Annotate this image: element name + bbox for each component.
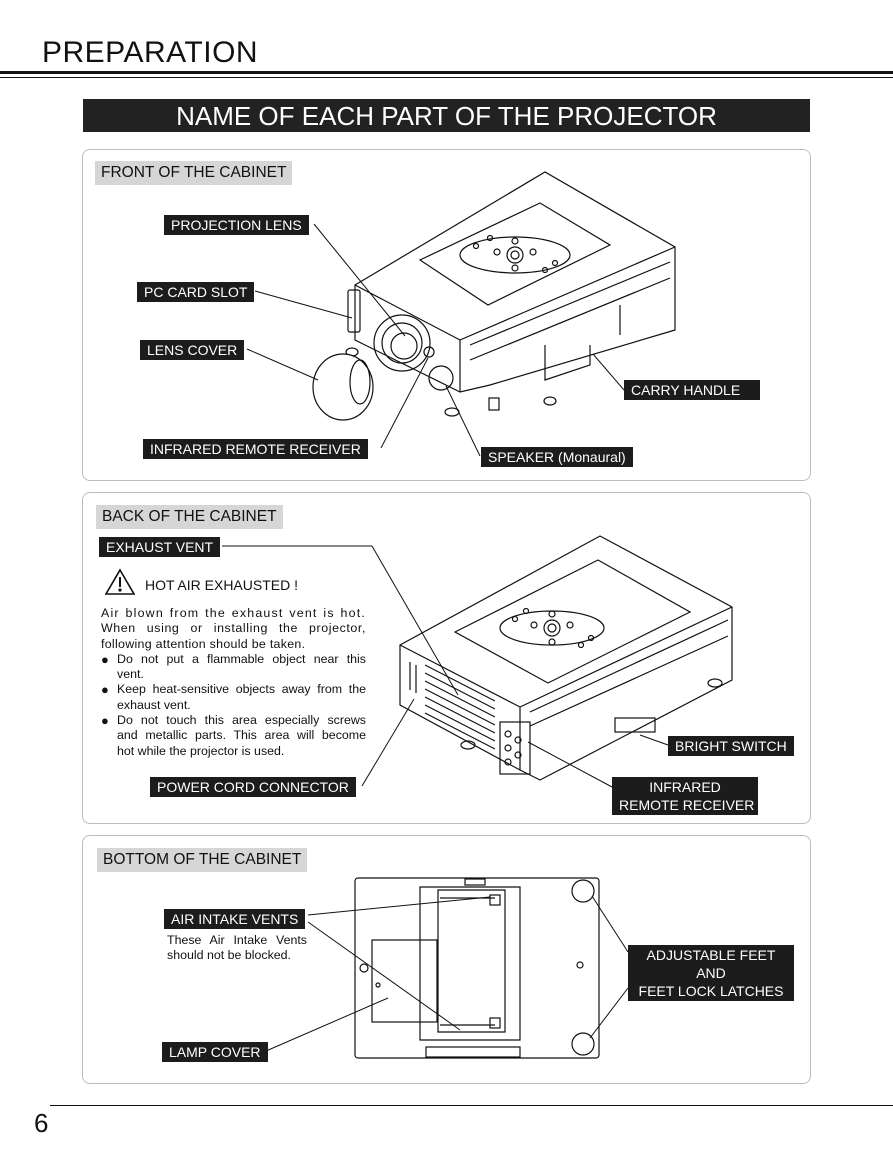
- header-rule: [0, 71, 893, 74]
- warning-paragraph-line: following attention should be taken.: [101, 636, 306, 651]
- bullet-line: and metallic parts. This area will becom…: [117, 728, 366, 743]
- label-air-intake-vents: AIR INTAKE VENTS: [164, 909, 306, 929]
- page-number: 6: [34, 1108, 49, 1138]
- bullet-dot-icon: ●: [101, 682, 109, 698]
- bottom-view-illustration: [354, 877, 600, 1059]
- back-section-title: BACK OF THE CABINET: [96, 505, 283, 529]
- label-exhaust-vent: EXHAUST VENT: [99, 537, 221, 557]
- front-projector-illustration: [312, 171, 676, 421]
- label-lens-cover: LENS COVER: [140, 340, 245, 360]
- bullet-line: Do not touch this area especially screws: [117, 713, 366, 728]
- bullet-line: vent.: [117, 667, 144, 682]
- bullet-line: Do not put a flammable object near this: [117, 651, 366, 666]
- front-section-title: FRONT OF THE CABINET: [95, 161, 293, 185]
- label-projection-lens: PROJECTION LENS: [164, 215, 309, 235]
- label-power-cord-connector: POWER CORD CONNECTOR: [150, 777, 356, 797]
- label-infrared-remote-receiver-back: INFRARED REMOTE RECEIVER: [612, 777, 758, 815]
- label-lamp-cover: LAMP COVER: [162, 1042, 268, 1062]
- air-intake-note: These Air Intake Vents should not be blo…: [167, 933, 307, 964]
- bullet-dot-icon: ●: [101, 651, 109, 667]
- bullet-line: Keep heat-sensitive objects away from th…: [117, 682, 366, 697]
- label-speaker: SPEAKER (Monaural): [481, 447, 633, 467]
- bottom-section-title: BOTTOM OF THE CABINET: [97, 848, 308, 872]
- leader-lines: [222, 223, 669, 1052]
- label-line: REMOTE RECEIVER: [619, 797, 755, 813]
- warning-bullet: ● Do not touch this area especially scre…: [101, 713, 366, 759]
- warning-text: Air blown from the exhaust vent is hot. …: [101, 606, 366, 759]
- note-line: These Air Intake Vents: [167, 933, 307, 947]
- label-adjustable-feet: ADJUSTABLE FEET AND FEET LOCK LATCHES: [628, 945, 794, 1001]
- label-pc-card-slot: PC CARD SLOT: [137, 282, 255, 302]
- label-bright-switch: BRIGHT SWITCH: [668, 736, 794, 756]
- header-rule-thin: [0, 77, 893, 78]
- page-header-title: PREPARATION: [42, 36, 259, 69]
- warning-paragraph-line: When using or installing the projector,: [101, 621, 366, 636]
- label-infrared-remote-receiver: INFRARED REMOTE RECEIVER: [143, 439, 368, 459]
- label-line: ADJUSTABLE FEET: [646, 947, 776, 963]
- bullet-line: hot while the projector is used.: [117, 743, 285, 758]
- note-line: should not be blocked.: [167, 948, 291, 963]
- warning-paragraph-line: Air blown from the exhaust vent is hot.: [101, 606, 366, 620]
- footer-rule: [50, 1105, 893, 1106]
- label-carry-handle: CARRY HANDLE: [624, 380, 760, 400]
- warning-bullet: ● Do not put a flammable object near thi…: [101, 652, 366, 683]
- back-projector-illustration: [399, 535, 733, 781]
- label-line: FEET LOCK LATCHES: [638, 983, 784, 999]
- label-line: INFRARED: [649, 779, 721, 795]
- bullet-line: exhaust vent.: [117, 697, 191, 712]
- warning-icon: [104, 568, 136, 595]
- page-title-banner: NAME OF EACH PART OF THE PROJECTOR: [83, 99, 810, 132]
- warning-title: HOT AIR EXHAUSTED !: [145, 577, 298, 593]
- warning-bullet: ● Keep heat-sensitive objects away from …: [101, 682, 366, 713]
- label-line: AND: [696, 965, 726, 981]
- bullet-dot-icon: ●: [101, 713, 109, 729]
